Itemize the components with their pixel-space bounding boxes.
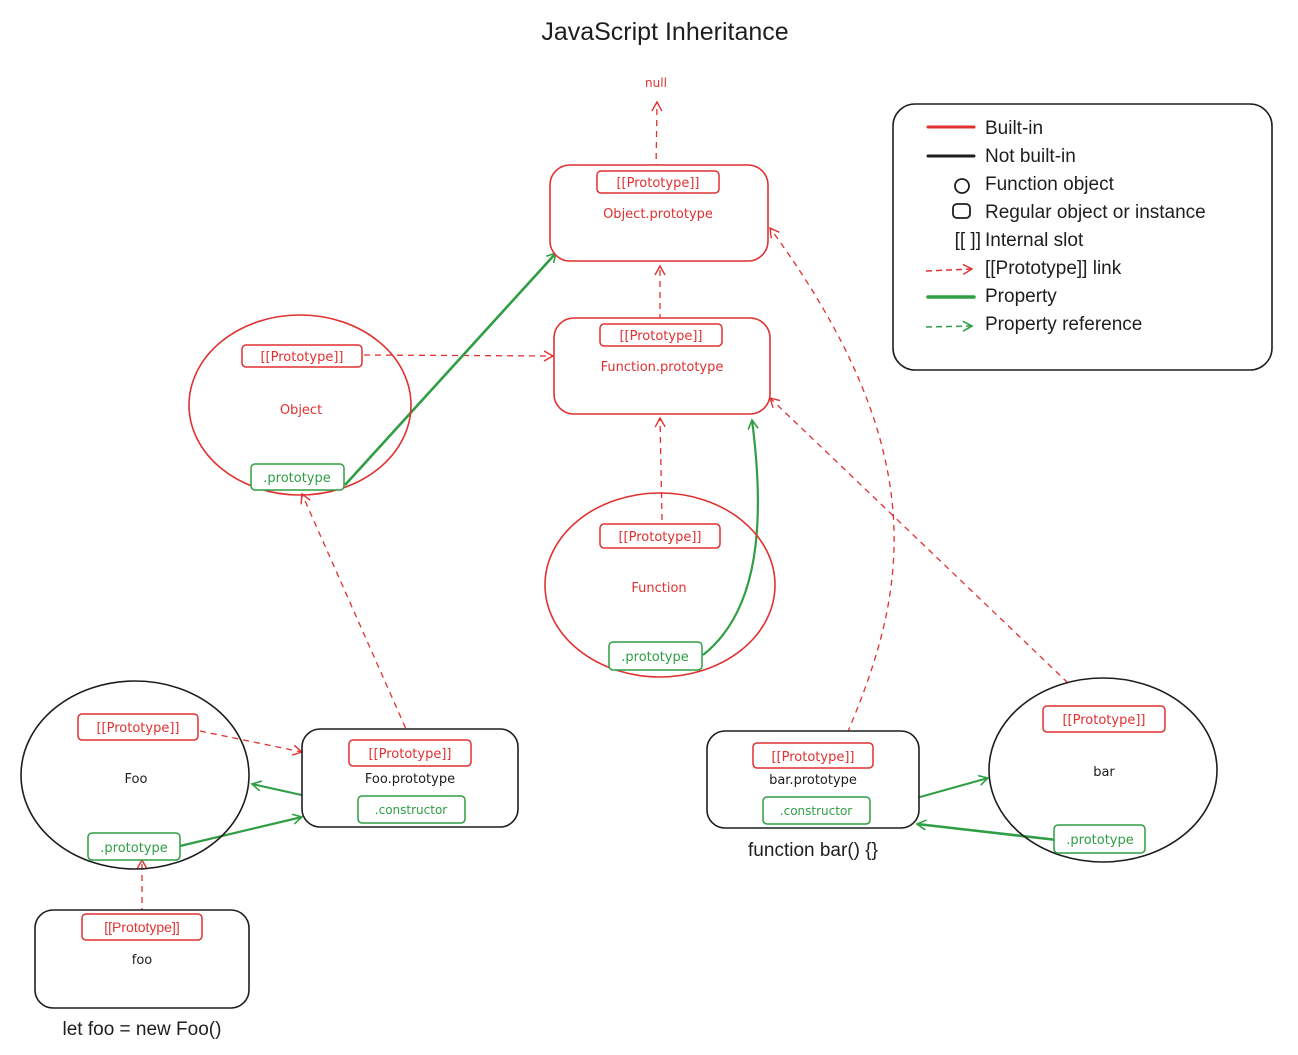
prop-bar-prototype	[915, 819, 1058, 842]
null-label: null	[645, 76, 667, 90]
function-prop-box	[608, 641, 703, 671]
bar-prototype-prop-box	[762, 796, 871, 825]
bar-prop-box	[1053, 824, 1146, 854]
foo-prototype-node: [[Prototype]] Foo.prototype .constructor	[301, 728, 519, 828]
circle-icon	[954, 178, 970, 194]
bar-caption: function bar() {}	[748, 840, 878, 861]
bar-label: bar	[1093, 765, 1115, 780]
foo-prototype-prop: .constructor	[375, 803, 448, 817]
object-prop-box	[250, 463, 345, 491]
foo-ctor-node: [[Prototype]] Foo .prototype	[20, 680, 250, 870]
function-slot: [[Prototype]]	[618, 530, 701, 545]
legend-label-property: Property	[985, 286, 1057, 307]
red-dashed-arrow-icon	[925, 263, 974, 275]
link-objectprototype-null	[651, 100, 663, 171]
prop-foo-prototype	[179, 813, 304, 848]
object-prototype-label: Object.prototype	[603, 207, 713, 222]
object-prototype-slot-box	[596, 170, 720, 194]
function-prototype-slot-box	[599, 323, 723, 347]
object-prototype-node: [[Prototype]] Object.prototype	[549, 164, 769, 262]
foo-circle	[20, 680, 250, 870]
prop-object-prototype	[344, 251, 558, 486]
legend-label-notbuiltin: Not built-in	[985, 146, 1076, 167]
foo-instance-slot: [[Prototype]]	[104, 919, 179, 935]
link-fooprototype-object	[300, 492, 411, 739]
bar-prototype-prop: .constructor	[780, 804, 853, 818]
link-function-functionprototype	[654, 416, 666, 521]
object-prop: .prototype	[263, 471, 331, 486]
link-bar-functionprototype	[768, 397, 1069, 684]
link-foo-fooprototype	[199, 730, 304, 756]
green-dashed-arrow-icon	[925, 320, 974, 332]
function-node: [[Prototype]] Function .prototype	[544, 492, 776, 678]
link-barprototype-objectprototype	[769, 226, 895, 744]
prop-function-prototype	[702, 418, 760, 656]
foo-slot-box	[77, 713, 199, 741]
function-circle	[544, 492, 776, 678]
legend-label-property-reference: Property reference	[985, 314, 1142, 335]
function-prop: .prototype	[621, 650, 689, 665]
object-slot-box	[241, 344, 363, 368]
bar-prototype-slot-box	[752, 742, 874, 769]
bar-node: [[Prototype]] bar .prototype	[988, 677, 1218, 863]
object-circle	[188, 314, 412, 496]
foo-instance-node: [[Prototype]] foo	[34, 909, 250, 1009]
rounded-rect-icon	[952, 203, 971, 219]
foo-prop: .prototype	[100, 841, 168, 856]
object-node: [[Prototype]] Object .prototype	[188, 314, 412, 496]
foo-prototype-slot-box	[348, 739, 472, 767]
link-object-functionprototype	[363, 350, 555, 362]
bar-prototype-slot: [[Prototype]]	[771, 750, 854, 765]
legend-label-regular-object: Regular object or instance	[985, 202, 1206, 223]
legend-label-internal-slot: Internal slot	[985, 230, 1084, 251]
function-prototype-label: Function.prototype	[601, 360, 724, 375]
function-label: Function	[631, 581, 686, 596]
object-prototype-slot: [[Prototype]]	[616, 176, 699, 191]
bar-prototype-label: bar.prototype	[769, 773, 857, 788]
foo-prototype-prop-box	[357, 795, 466, 824]
bar-slot-box	[1042, 705, 1166, 733]
brackets-icon: [[ ]]	[955, 230, 981, 251]
foo-instance-slot-box	[81, 913, 203, 941]
foo-prototype-slot: [[Prototype]]	[368, 747, 451, 762]
bar-slot: [[Prototype]]	[1062, 713, 1145, 728]
bar-prop: .prototype	[1066, 833, 1134, 848]
object-slot: [[Prototype]]	[260, 350, 343, 365]
legend-label-prototype-link: [[Prototype]] link	[985, 258, 1122, 279]
bar-prototype-node: [[Prototype]] bar.prototype .constructor	[706, 730, 920, 829]
foo-caption: let foo = new Foo()	[63, 1019, 222, 1040]
legend-label-builtin: Built-in	[985, 118, 1043, 139]
legend: Built-in Not built-in Function object Re…	[892, 103, 1273, 371]
bar-circle	[988, 677, 1218, 863]
foo-prototype-label: Foo.prototype	[365, 772, 455, 787]
legend-label-function-object: Function object	[985, 174, 1115, 195]
function-prototype-slot: [[Prototype]]	[619, 329, 702, 344]
object-label: Object	[280, 403, 322, 418]
arrows	[136, 100, 1069, 914]
foo-prop-box	[87, 832, 181, 861]
legend-box	[892, 103, 1273, 371]
foo-slot: [[Prototype]]	[96, 721, 179, 736]
function-prototype-node: [[Prototype]] Function.prototype	[553, 317, 771, 415]
diagram-title: JavaScript Inheritance	[541, 18, 788, 46]
foo-instance-label: foo	[132, 953, 153, 968]
function-slot-box	[599, 523, 721, 549]
foo-label: Foo	[125, 772, 148, 787]
